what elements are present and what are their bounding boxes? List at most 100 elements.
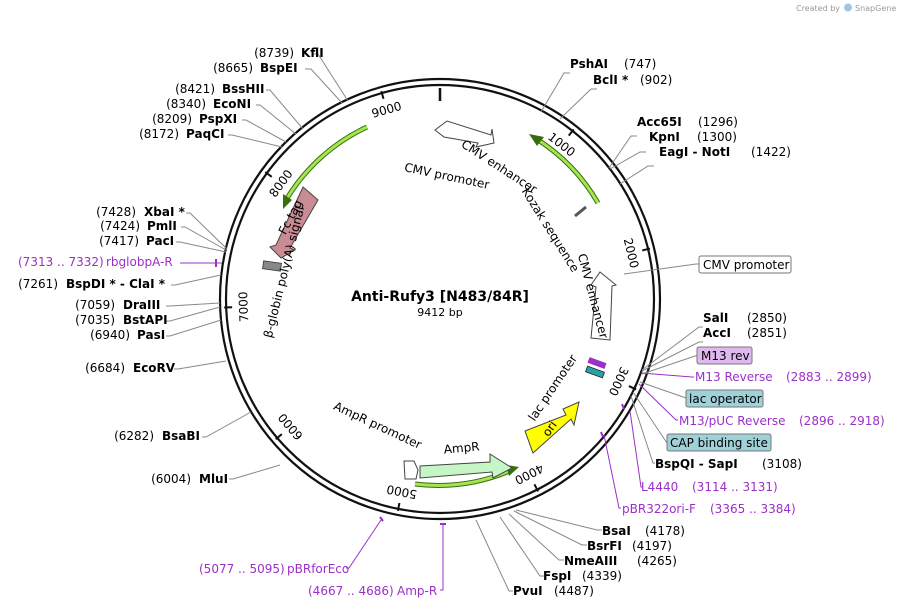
cmv-promoter-top-label: CMV promoter: [403, 160, 491, 192]
cmv-promoter-box[interactable]: [698, 255, 792, 274]
plasmid-size: 9412 bp: [417, 306, 462, 319]
site-pos: (8665): [213, 61, 253, 75]
site-label[interactable]: SalI: [703, 311, 728, 325]
primer-leads: [180, 259, 694, 591]
site-label[interactable]: Acc65I: [637, 115, 682, 129]
lac-operator-box[interactable]: [685, 389, 764, 408]
site-label[interactable]: KpnI: [649, 130, 680, 144]
site-label[interactable]: PacI: [146, 234, 174, 248]
m13-rev-box[interactable]: [696, 346, 753, 365]
ampr-promoter-feature: [403, 460, 419, 480]
site-label[interactable]: BspQI - SapI: [655, 457, 738, 471]
feature-arcs: [283, 124, 601, 488]
primer-label[interactable]: L4440: [641, 480, 678, 494]
site-label[interactable]: BsaI: [602, 524, 631, 538]
inner-features: [262, 120, 618, 480]
ampr-label: AmpR: [443, 439, 480, 456]
site-pos: (7428): [96, 205, 136, 219]
tick-label: 3000: [606, 364, 632, 398]
bglobin-feature: [262, 260, 282, 272]
primer-label[interactable]: M13 Reverse: [695, 370, 773, 384]
site-pos: (6282): [114, 429, 154, 443]
site-pos: (8209): [152, 112, 192, 126]
tick-mark: [567, 128, 575, 137]
cap-binding-box[interactable]: [666, 433, 772, 452]
site-label[interactable]: BclI *: [593, 73, 629, 87]
sites-left: (8739) KflI (8665) BspEI (8421) BssHII (…: [18, 46, 324, 486]
cmv-enhancer-feature: [434, 120, 495, 148]
site-label[interactable]: MluI: [199, 472, 228, 486]
tick-mark: [380, 90, 385, 100]
site-pos: (1422): [751, 145, 791, 159]
tick-label: 6000: [275, 410, 305, 442]
site-pos: (1300): [697, 130, 737, 144]
site-pos: (6004): [151, 472, 191, 486]
boxed-label: CMV promoter: [703, 258, 790, 272]
boxed-features: CMV promoter M13 rev lac operator CAP bi…: [666, 255, 792, 452]
cmv-enhancer-arrowhead: [529, 134, 544, 146]
primer-label[interactable]: pBR322ori-F: [622, 502, 696, 516]
site-pos: (4339): [582, 569, 622, 583]
site-pos: (4265): [637, 554, 677, 568]
leader-lines-left: [166, 53, 349, 480]
site-label[interactable]: BspEI: [260, 61, 298, 75]
site-pos: (4197): [632, 539, 672, 553]
site-label[interactable]: PspXI: [199, 112, 237, 126]
primer-label[interactable]: M13/pUC Reverse: [679, 414, 786, 428]
ampr-feature: [419, 453, 513, 479]
primer-label[interactable]: rbglobpA-R: [106, 255, 173, 269]
primer-label[interactable]: Amp-R: [397, 584, 437, 598]
site-label[interactable]: BssHII: [222, 82, 264, 96]
site-pos: (7059): [75, 298, 115, 312]
site-label[interactable]: AccI: [703, 326, 731, 340]
site-pos: (6940): [90, 328, 130, 342]
tick-mark: [642, 247, 651, 252]
tick-mark: [628, 385, 637, 391]
site-label[interactable]: PmlI: [147, 219, 177, 233]
site-label[interactable]: BsrFI: [587, 539, 622, 553]
site-label[interactable]: EagI - NotI: [659, 145, 730, 159]
site-label[interactable]: EcoNI: [213, 97, 251, 111]
site-pos: (2851): [747, 326, 787, 340]
site-pos: (2850): [747, 311, 787, 325]
lac-operator-feature: [585, 365, 605, 379]
site-pos: (7424): [100, 219, 140, 233]
primer-pos: (2896 .. 2918): [799, 414, 885, 428]
site-label[interactable]: XbaI *: [144, 205, 186, 219]
primer-label[interactable]: pBRforEco: [287, 562, 349, 576]
site-label[interactable]: EcoRV: [133, 361, 176, 375]
tick-label: 7000: [236, 291, 251, 322]
tick-label: 9000: [370, 99, 403, 121]
tick-label: 2000: [621, 237, 642, 270]
site-label[interactable]: KflI: [301, 46, 324, 60]
kozak-feature: [574, 205, 587, 218]
site-label[interactable]: PaqCI: [186, 127, 224, 141]
snapgene-logo-icon: [844, 3, 852, 12]
primer-pos: (2883 .. 2899): [786, 370, 872, 384]
site-label[interactable]: NmeAIII: [564, 554, 617, 568]
ori-feature: [524, 401, 580, 454]
site-label[interactable]: PvuI: [513, 584, 543, 598]
site-pos: (8421): [175, 82, 215, 96]
site-label[interactable]: PasI: [137, 328, 165, 342]
primer-labels: (7313 .. 7332) rbglobpA-R M13 Reverse (2…: [18, 255, 885, 598]
ampr-promoter-label: AmpR promoter: [332, 399, 424, 452]
site-pos: (4178): [645, 524, 685, 538]
tick-mark: [533, 483, 539, 492]
site-label[interactable]: BspDI * - ClaI *: [66, 277, 166, 291]
primer-pos: (4667 .. 4686): [308, 584, 394, 598]
snapgene-brand: SnapGene: [855, 4, 896, 13]
site-pos: (8739): [254, 46, 294, 60]
site-label[interactable]: PshAI: [570, 57, 608, 71]
site-pos: (1296): [698, 115, 738, 129]
site-label[interactable]: DraIII: [123, 298, 160, 312]
tick-label: 4000: [512, 461, 546, 487]
primer-pos: (3114 .. 3131): [692, 480, 778, 494]
fc-tag-feature: [269, 186, 319, 259]
site-label[interactable]: BstAPI: [123, 313, 168, 327]
sites-right: PshAI (747) BclI * (902) Acc65I (1296) K…: [513, 57, 802, 598]
site-label[interactable]: BsaBI: [162, 429, 200, 443]
tick-mark: [264, 171, 273, 178]
site-label[interactable]: FspI: [543, 569, 571, 583]
